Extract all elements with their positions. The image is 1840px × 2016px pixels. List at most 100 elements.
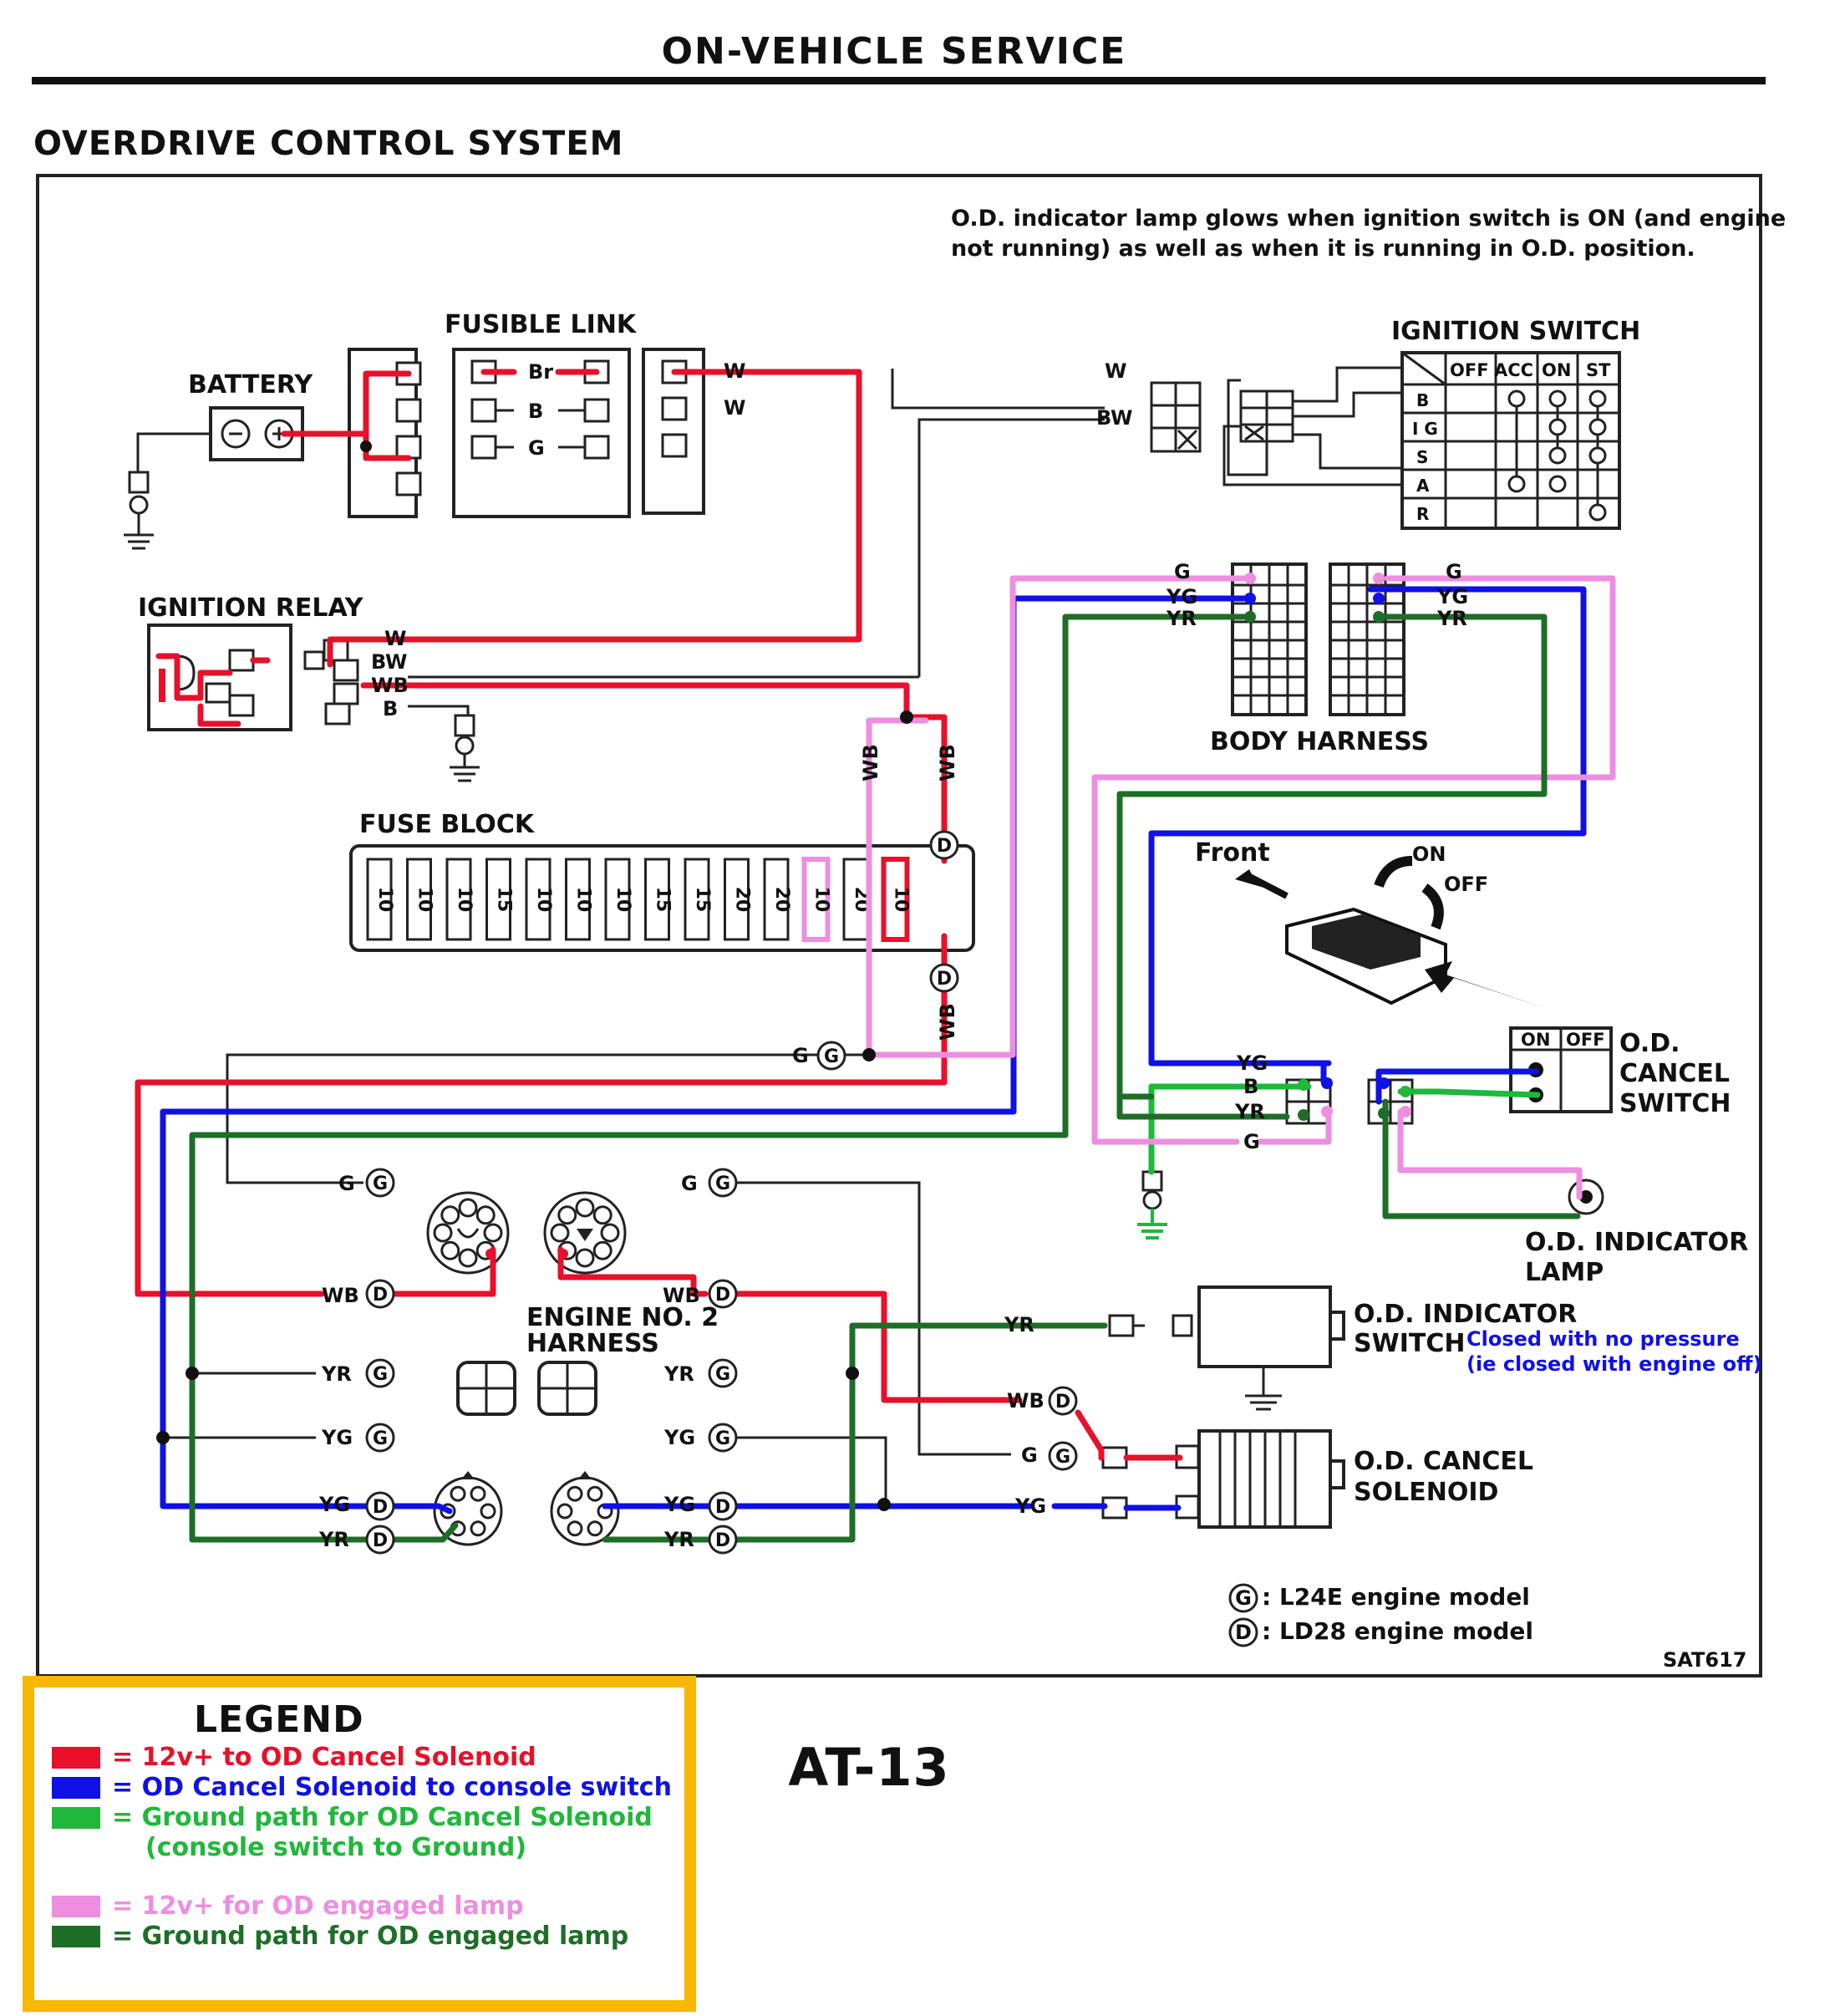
fuse-rating: 20 — [771, 887, 792, 913]
note-line-1: O.D. indicator lamp glows when ignition … — [951, 206, 1786, 232]
harness-pin — [557, 1205, 577, 1225]
harness-pin — [567, 1520, 583, 1537]
fuse — [565, 858, 591, 941]
wire-wb-fuse-l: WB — [859, 744, 882, 781]
page-number: AT-13 — [788, 1737, 949, 1798]
legend-item-3: = 12v+ for OD engaged lamp — [112, 1891, 524, 1921]
od-indicator-switch-label-1: O.D. INDICATOR — [1354, 1300, 1577, 1329]
section-title: OVERDRIVE CONTROL SYSTEM — [33, 125, 623, 163]
fuse-rating: 15 — [653, 887, 673, 913]
wire-g-body-r: G — [1446, 560, 1462, 583]
engine-harness: ENGINE NO. 2 HARNESS — [426, 1191, 719, 1546]
wire-yr-switch: YR — [1004, 1313, 1034, 1336]
wire-g-body-l: G — [1174, 560, 1191, 583]
fuse — [406, 858, 432, 941]
wire-yg-eng-bl: YG — [318, 1493, 350, 1516]
junction-dots — [156, 440, 1411, 1511]
key-g-text: : L24E engine model — [1262, 1583, 1530, 1611]
ign-row-s: S — [1416, 447, 1428, 467]
legend: LEGEND = 12v+ to OD Cancel Solenoid = OD… — [23, 1676, 696, 2012]
legend-item-4: = Ground path for OD engaged lamp — [112, 1922, 628, 1951]
ign-col-off: OFF — [1450, 360, 1489, 380]
fuse-rating: 10 — [374, 887, 395, 913]
harness-pin — [433, 1223, 453, 1243]
off-label: OFF — [1444, 873, 1488, 896]
engine-model-marker — [365, 1279, 395, 1309]
legend-swatch-2 — [52, 1807, 100, 1829]
engine-model-marker — [365, 1423, 395, 1453]
od-indicator-lamp-label-1: O.D. INDICATOR — [1525, 1228, 1748, 1257]
fuse — [485, 858, 511, 941]
fusible-link-b: B — [528, 400, 543, 423]
od-indicator-switch-note-1: Closed with no pressure — [1466, 1327, 1740, 1351]
engine-harness-label-2: HARNESS — [526, 1329, 659, 1358]
engine-model-marker-letter: G — [373, 1173, 388, 1194]
wire-yr-eng-br: YR — [663, 1528, 694, 1551]
figure-code: SAT617 — [1663, 1648, 1746, 1672]
engine-model-marker-letter: G — [715, 1428, 730, 1449]
harness-pin — [475, 1205, 496, 1225]
harness-pin — [575, 1198, 595, 1218]
engine-model-marker-letter: D — [937, 969, 952, 990]
engine-model-marker-letter: G — [1055, 1447, 1070, 1468]
engine-model-marker — [365, 1491, 395, 1521]
engine-model-marker — [365, 1358, 395, 1388]
harness-pin — [567, 1485, 583, 1502]
engine-model-marker — [708, 1168, 738, 1198]
fusible-link-label: FUSIBLE LINK — [445, 310, 638, 339]
engine-model-marker — [708, 1423, 738, 1453]
battery-label: BATTERY — [188, 370, 313, 400]
engine-model-marker-letter: D — [373, 1285, 388, 1306]
wire-yg-body-l: YG — [1166, 585, 1197, 608]
fuse-rating: 10 — [414, 887, 435, 913]
header-rule — [32, 77, 1766, 84]
od-cancel-solenoid-label-2: SOLENOID — [1354, 1478, 1498, 1507]
harness-pin — [440, 1240, 460, 1260]
harness-pin — [470, 1520, 486, 1537]
wire-g-od: G — [1243, 1130, 1260, 1153]
note-line-2: not running) as well as when it is runni… — [951, 236, 1695, 262]
legend-item-2: = Ground path for OD Cancel Solenoid — [112, 1803, 653, 1832]
od-cancel-switch-label-1: O.D. — [1619, 1029, 1680, 1058]
wire-w-3: W — [1105, 359, 1126, 383]
harness-pin — [575, 1248, 595, 1268]
od-cancel-solenoid: O.D. CANCEL SOLENOID — [1101, 1429, 1533, 1529]
diagram-frame — [36, 174, 1762, 1677]
wire-w-1: W — [724, 359, 745, 383]
wire-yr-eng-r: YR — [663, 1362, 694, 1386]
fuse — [842, 858, 869, 941]
wire-w-relay: W — [384, 627, 406, 650]
harness-pins-right — [550, 1198, 620, 1268]
key-d-symbol: D — [1235, 1621, 1252, 1644]
fuse — [724, 858, 750, 941]
wire-wb-relay: WB — [371, 674, 409, 697]
on-label: ON — [1412, 843, 1446, 866]
harness-pin — [450, 1485, 466, 1502]
engine-model-marker-letter: G — [824, 1046, 839, 1067]
engine-model-marker — [365, 1168, 395, 1198]
engine-model-marker-letter: G — [715, 1173, 730, 1194]
wire-yr-body-l: YR — [1166, 607, 1197, 630]
wire-g-eng-l: G — [338, 1172, 355, 1195]
od-indicator-switch: O.D. INDICATOR SWITCH Closed with no pre… — [1108, 1285, 1762, 1411]
engine-model-marker — [1048, 1441, 1078, 1471]
engine-model-marker-letter: D — [373, 1530, 388, 1551]
harness-pins-left — [433, 1198, 503, 1268]
fuse-rating: 10 — [891, 887, 912, 913]
harness-pins-bottom-right — [557, 1485, 613, 1537]
fuse-rating: 10 — [612, 887, 633, 913]
fuse-rating: 15 — [692, 887, 713, 913]
fuse — [881, 857, 910, 942]
wire-wb-fuse-r: WB — [936, 744, 959, 781]
fuse — [445, 858, 472, 941]
fuse-rating: 10 — [811, 887, 832, 913]
wire-yg-od: YG — [1236, 1051, 1268, 1075]
wire-wb-eng-r: WB — [663, 1284, 700, 1307]
engine-model-marker — [365, 1525, 395, 1555]
legend-swatch-0 — [52, 1747, 100, 1769]
engine-model-marker-letter: D — [715, 1497, 730, 1518]
ground-od-switch — [1137, 1170, 1167, 1240]
od-switch-off: OFF — [1566, 1030, 1605, 1050]
